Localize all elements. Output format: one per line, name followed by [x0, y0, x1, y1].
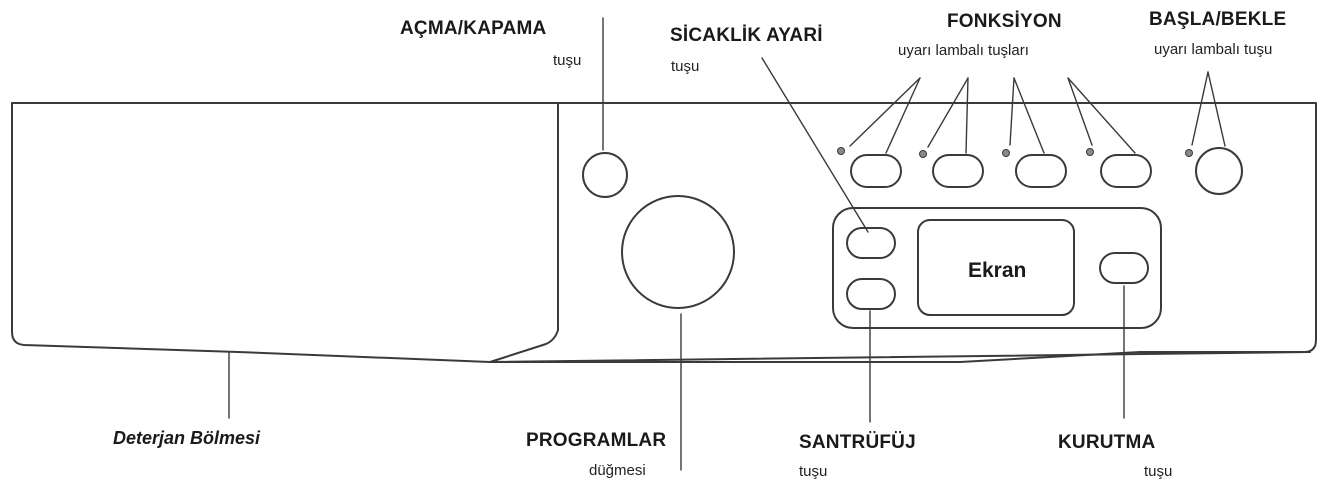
panel-lower-edge: [489, 351, 1311, 363]
leader-function-2a: [927, 77, 969, 148]
detergent-label: Deterjan Bölmesi: [113, 428, 261, 448]
function-button-1[interactable]: [850, 154, 902, 188]
leader-function-1b: [885, 77, 921, 154]
spin-label: SANTRÜFÜJ: [799, 432, 916, 453]
leader-start-a: [1191, 71, 1209, 146]
leader-function-4b: [1067, 77, 1136, 154]
drying-button[interactable]: [1099, 252, 1149, 284]
function-label: FONKSİYON: [947, 11, 1062, 32]
function-indicator-4: [1086, 148, 1094, 156]
function-button-4[interactable]: [1100, 154, 1152, 188]
power-sublabel: tuşu: [553, 52, 582, 69]
function-indicator-1: [837, 147, 845, 155]
function-sublabel: uyarı lambalı tuşları: [898, 42, 1029, 59]
function-indicator-3: [1002, 149, 1010, 157]
function-indicator-2: [919, 150, 927, 158]
display-panel: [832, 207, 1162, 329]
start-label: BAŞLA/BEKLE: [1149, 9, 1287, 30]
display-label: Ekran: [968, 259, 1027, 282]
panel-outline: [11, 102, 1317, 363]
leader-function-2b: [965, 77, 969, 154]
leader-function-3a: [1009, 77, 1015, 146]
function-button-2[interactable]: [932, 154, 984, 188]
start-pause-button[interactable]: [1195, 147, 1243, 195]
programs-sublabel: düğmesi: [589, 462, 646, 479]
temperature-button[interactable]: [846, 227, 896, 259]
leader-function-4a: [1067, 77, 1093, 146]
program-knob[interactable]: [621, 195, 735, 309]
drying-label: KURUTMA: [1058, 432, 1156, 453]
spin-button[interactable]: [846, 278, 896, 310]
temperature-sublabel: tuşu: [671, 58, 700, 75]
power-button[interactable]: [582, 152, 628, 198]
power-label: AÇMA/KAPAMA: [400, 18, 547, 39]
display-screen: [917, 219, 1075, 316]
start-sublabel: uyarı lambalı tuşu: [1154, 41, 1273, 58]
spin-sublabel: tuşu: [799, 463, 828, 480]
leader-function-3b: [1013, 77, 1045, 154]
start-indicator: [1185, 149, 1193, 157]
leader-function-1a: [849, 77, 921, 147]
detergent-drawer: [11, 102, 559, 363]
temperature-label: SİCAKLİK AYARİ: [670, 25, 823, 46]
function-button-3[interactable]: [1015, 154, 1067, 188]
leader-temperature: [761, 57, 869, 233]
programs-label: PROGRAMLAR: [526, 430, 667, 451]
leader-start-b: [1207, 71, 1226, 147]
drying-sublabel: tuşu: [1144, 463, 1173, 480]
